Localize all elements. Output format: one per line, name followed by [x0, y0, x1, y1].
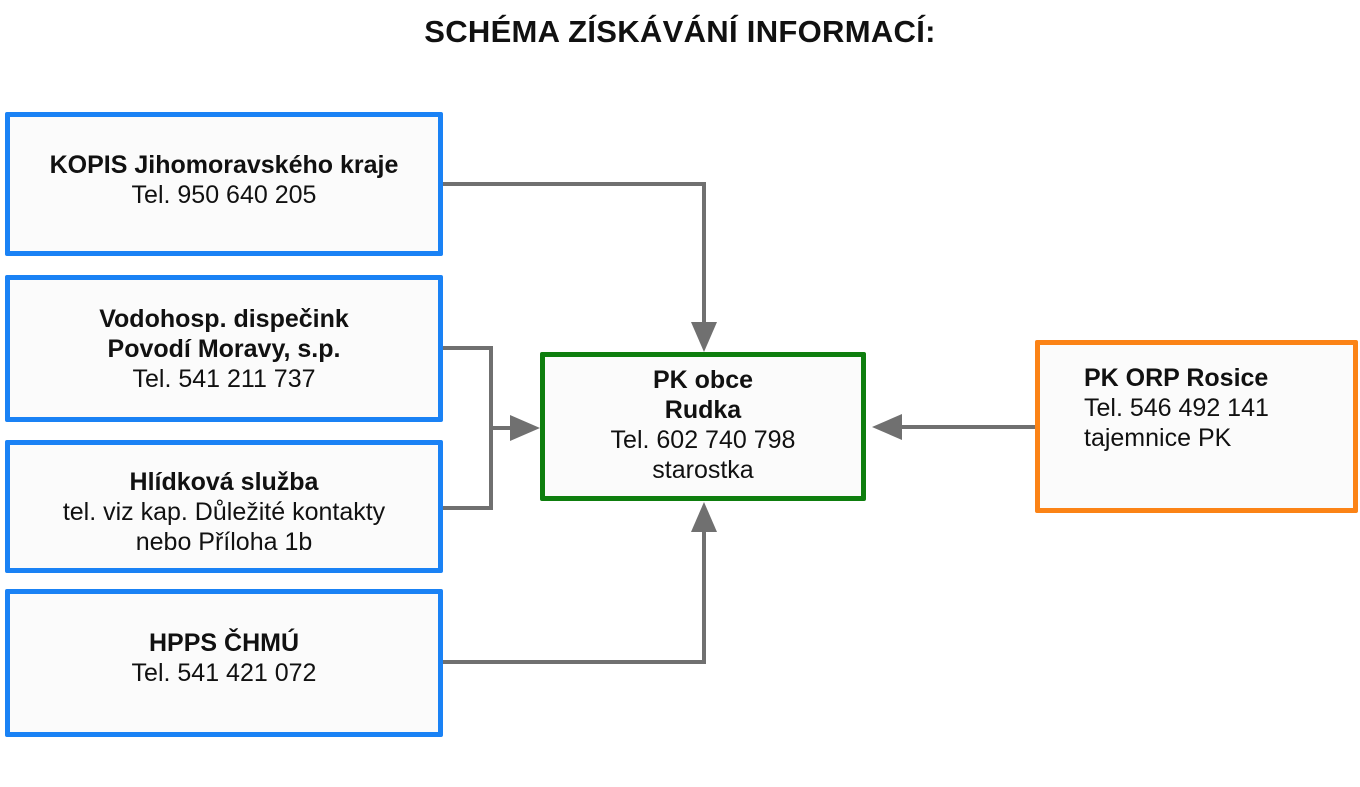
orp-role: tajemnice PK — [1084, 423, 1232, 452]
arrow-kopis-to-center — [443, 182, 706, 336]
kopis-name: KOPIS Jihomoravského kraje — [49, 151, 399, 179]
center-box-pk-obce: PK obce Rudka Tel. 602 740 798 starostka — [540, 352, 866, 501]
center-name: PK obce — [652, 365, 754, 394]
orp-phone: Tel. 546 492 141 — [1084, 393, 1269, 422]
vodohosp-name: Vodohosp. dispečink — [99, 304, 349, 333]
arrowhead-bracket — [510, 415, 540, 441]
hlidkova-contact: tel. viz kap. Důležité kontakty — [62, 497, 386, 526]
source-box-hpps: HPPS ČHMÚ Tel. 541 421 072 — [5, 589, 443, 737]
center-role: starostka — [652, 455, 754, 484]
orp-box-rosice: PK ORP Rosice Tel. 546 492 141 tajemnice… — [1035, 340, 1358, 513]
arrowhead-hpps — [691, 502, 717, 532]
source-box-vodohosp: Vodohosp. dispečink Povodí Moravy, s.p. … — [5, 275, 443, 422]
arrowhead-kopis — [691, 322, 717, 352]
diagram-title: SCHÉMA ZÍSKÁVÁNÍ INFORMACÍ: — [424, 14, 936, 49]
source-box-hlidkova: Hlídková služba tel. viz kap. Důležité k… — [5, 440, 443, 573]
arrowhead-orp — [872, 414, 902, 440]
vodohosp-phone: Tel. 541 211 737 — [132, 364, 316, 393]
arrow-hpps-to-center — [443, 528, 706, 664]
bracket-vodohosp-hlidkova — [443, 346, 493, 510]
center-municipality: Rudka — [664, 395, 742, 424]
vodohosp-org: Povodí Moravy, s.p. — [107, 334, 341, 363]
center-phone: Tel. 602 740 798 — [610, 425, 796, 454]
hlidkova-name: Hlídková služba — [129, 467, 319, 496]
orp-name: PK ORP Rosice — [1084, 363, 1269, 392]
kopis-phone: Tel. 950 640 205 — [131, 181, 317, 209]
hpps-phone: Tel. 541 421 072 — [131, 659, 317, 687]
hpps-name: HPPS ČHMÚ — [148, 629, 299, 657]
hlidkova-attachment: nebo Příloha 1b — [135, 527, 313, 556]
source-box-kopis: KOPIS Jihomoravského kraje Tel. 950 640 … — [5, 112, 443, 256]
